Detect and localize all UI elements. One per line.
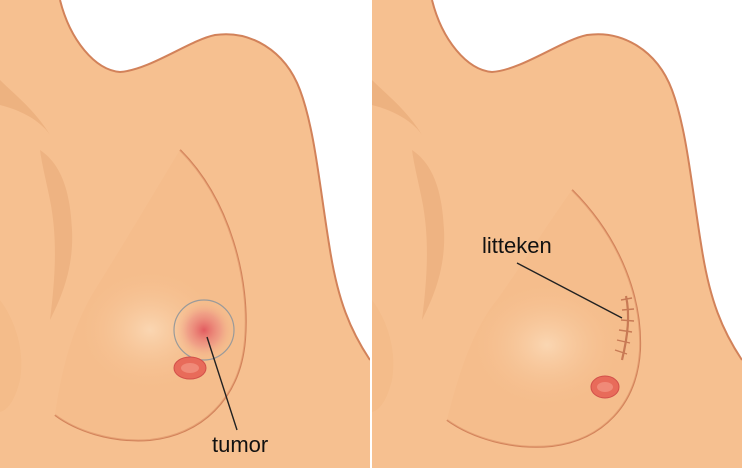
nipple bbox=[597, 382, 613, 392]
breast-with-tumor-illustration: tumor bbox=[0, 0, 370, 468]
breast-with-scar-illustration: litteken bbox=[372, 0, 742, 468]
nipple bbox=[181, 363, 199, 373]
scar-label: litteken bbox=[482, 233, 552, 258]
tumor-label: tumor bbox=[212, 432, 268, 457]
illustration-panel-after: litteken bbox=[372, 0, 742, 468]
illustration-panel-before: tumor bbox=[0, 0, 370, 468]
